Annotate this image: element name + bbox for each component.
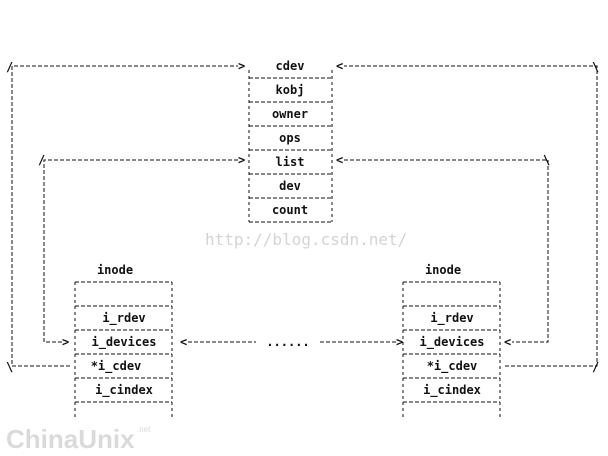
left-inode-border [74, 281, 173, 418]
right-inode-field-i-cindex: i_cindex [423, 383, 481, 398]
brand-logo: ChinaUnix [6, 424, 135, 454]
connector-list-to-right-i-devices: \ < < [336, 153, 550, 349]
arrowhead-left-icon: < [180, 335, 187, 349]
ellipsis-label: ...... [266, 335, 309, 349]
connector-corner-glyph: \ [592, 60, 599, 74]
connector-corner-glyph: / [38, 153, 45, 167]
cdev-struct: cdev kobj owner ops list dev count [248, 59, 333, 223]
cdev-field-count: count [272, 203, 308, 217]
right-inode-field-i-rdev: i_rdev [430, 311, 473, 326]
right-inode-struct: inode i_rdev i_devices *i_cdev i_cindex [402, 263, 501, 418]
connector-list-to-left-i-devices: / > > [38, 153, 245, 349]
connector-i-devices-chain: < > ...... [180, 335, 403, 349]
cdev-field-list: list [276, 155, 305, 169]
left-inode-field-i-rdev: i_rdev [102, 311, 145, 326]
cdev-field-ops: ops [279, 131, 301, 145]
arrowhead-left-icon: < [336, 153, 343, 167]
cdev-field-kobj: kobj [276, 83, 305, 97]
brand-logo-suffix: .net [137, 425, 151, 434]
left-inode-field-i-devices: i_devices [91, 335, 156, 350]
arrowhead-left-icon: < [504, 335, 511, 349]
left-inode-field-i-cdev: *i_cdev [91, 359, 142, 374]
cdev-field-title: cdev [276, 59, 305, 73]
connector-corner-glyph: / [6, 60, 13, 74]
right-inode-border [402, 281, 501, 418]
arrowhead-left-icon: < [336, 59, 343, 73]
arrowhead-right-icon: > [238, 153, 245, 167]
left-inode-struct: inode i_rdev i_devices *i_cdev i_cindex [74, 263, 173, 418]
left-inode-field-i-cindex: i_cindex [95, 383, 153, 398]
right-inode-title: inode [425, 263, 461, 277]
connector-right-i-cdev-to-cdev: \ / < [336, 59, 599, 374]
connector-corner-glyph: \ [6, 360, 13, 374]
connector-corner-glyph: / [592, 360, 599, 374]
arrowhead-right-icon: > [396, 335, 403, 349]
cdev-field-dev: dev [279, 179, 301, 193]
cdev-struct-border [248, 70, 333, 223]
arrowhead-right-icon: > [238, 59, 245, 73]
connector-corner-glyph: \ [543, 153, 550, 167]
right-inode-field-i-devices: i_devices [419, 335, 484, 350]
right-inode-field-i-cdev: *i_cdev [427, 359, 478, 374]
arrowhead-right-icon: > [62, 335, 69, 349]
watermark-text: http://blog.csdn.net/ [205, 230, 407, 249]
cdev-field-owner: owner [272, 107, 308, 121]
connector-left-i-cdev-to-cdev: / \ > [6, 59, 245, 374]
left-inode-title: inode [97, 263, 133, 277]
